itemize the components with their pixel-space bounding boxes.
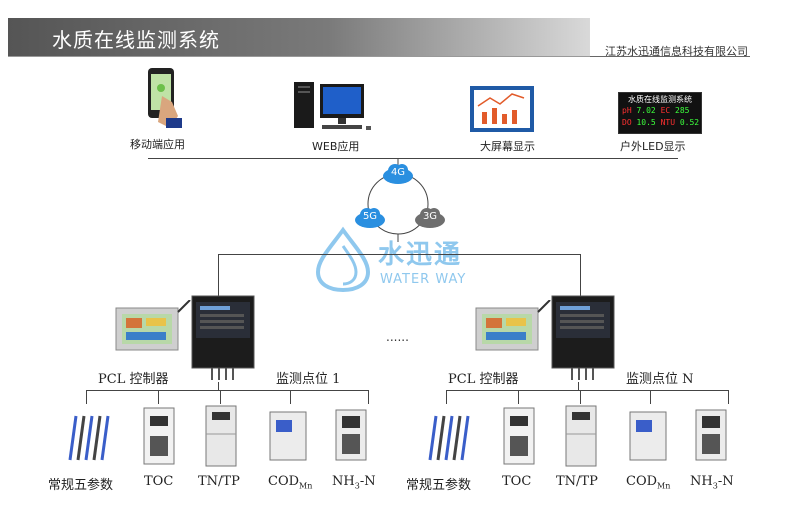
sensor-connector [290, 390, 291, 404]
cod-main: COD [268, 474, 300, 489]
data-logger-icon [191, 295, 255, 369]
header-divider [8, 56, 590, 57]
sensor-label: TOC [144, 474, 174, 489]
client-label-bigscreen: 大屏幕显示 [480, 140, 535, 153]
sensor-connector [728, 390, 729, 404]
led-key: NTU [660, 118, 676, 127]
led-value: 10.5 [636, 118, 656, 127]
led-value: 7.02 [636, 106, 656, 115]
cable-bundle [211, 368, 234, 380]
station-label: 监测点位 1 [276, 372, 341, 387]
tn-tp-analyzer-icon [205, 405, 237, 467]
led-title: 水质在线监测系统 [628, 95, 692, 104]
cloud-3g-icon: 3G [414, 206, 446, 228]
nh-main-a: NH [690, 474, 713, 489]
led-display-icon: 水质在线监测系统 pH 7.02 EC 285 DO 10.5 NTU 0.52 [618, 92, 702, 134]
sensor-label: TN/TP [556, 474, 598, 489]
network-label-3g: 3G [422, 211, 438, 222]
sensor-bus-drop [578, 382, 579, 390]
cod-main: COD [626, 474, 658, 489]
ammonia-analyzer-icon [695, 409, 727, 461]
sensor-label: TN/TP [198, 474, 240, 489]
cod-analyzer-icon [269, 411, 307, 461]
smartphone-icon [148, 68, 182, 128]
station-n: PCL 控制器 监测点位 N 常规五参数 TOC TN/TP CODMn NH3… [360, 290, 760, 504]
network-label-5g: 5G [362, 211, 378, 222]
nh-main-a: NH [332, 474, 355, 489]
plc-controller-icon [115, 300, 191, 351]
nh-sub: 3 [712, 481, 718, 491]
sensor-connector [446, 390, 447, 404]
plc-controller-icon [475, 300, 551, 351]
led-key: DO [622, 118, 632, 127]
multi-parameter-probes-icon [428, 415, 470, 461]
station-1-drop [218, 254, 219, 296]
plc-label: PCL 控制器 [448, 372, 519, 387]
client-mobile: 移动端应用 [120, 66, 210, 156]
cod-analyzer-icon [629, 411, 667, 461]
sensor-label-nh3: NH3-N [690, 474, 734, 491]
cloud-4g-icon: 4G [382, 162, 414, 184]
network-label-4g: 4G [390, 167, 406, 178]
client-label-web: WEB应用 [312, 140, 360, 153]
led-value: 0.52 [679, 118, 700, 127]
multi-parameter-probes-icon [68, 415, 110, 461]
sensor-label: 常规五参数 [48, 478, 114, 493]
sensor-connector [650, 390, 651, 404]
led-value: 285 [675, 106, 690, 115]
sensor-bus-line [86, 390, 368, 391]
client-web: WEB应用 [290, 78, 390, 158]
sensor-connector [580, 390, 581, 404]
plc-label: PCL 控制器 [98, 372, 169, 387]
large-screen-chart-icon [470, 86, 534, 132]
cable-bundle [571, 368, 594, 380]
logo-name: 水迅通 [378, 240, 463, 270]
company-underline [590, 56, 750, 57]
sensor-label-nh3: NH3-N [332, 474, 376, 491]
sensor-label: 常规五参数 [406, 478, 472, 493]
station-1: PCL 控制器 监测点位 1 常规五参数 TOC TN/TP CODMn NH3… [0, 290, 400, 504]
client-bus-line [148, 158, 678, 159]
station-n-drop [580, 254, 581, 296]
led-row-2: DO 10.5 NTU 0.52 [622, 118, 699, 127]
cod-sub: Mn [299, 481, 313, 491]
sensor-bus-drop [218, 382, 219, 390]
water-drop-logo-icon [315, 226, 371, 292]
ammonia-analyzer-icon [335, 409, 367, 461]
led-key: EC [660, 106, 671, 115]
sensor-connector [158, 390, 159, 404]
tn-tp-analyzer-icon [565, 405, 597, 467]
sensor-connector [368, 390, 369, 404]
page-title: 水质在线监测系统 [52, 28, 220, 52]
sensor-label: TOC [502, 474, 532, 489]
sensor-connector [220, 390, 221, 404]
title-bar [8, 18, 590, 56]
cloud-5g-icon: 5G [354, 206, 386, 228]
nh-sub: 3 [354, 481, 360, 491]
logo-subtitle: WATER WAY [380, 272, 467, 287]
toc-analyzer-icon [503, 407, 535, 465]
nh-main-b: -N [717, 474, 734, 489]
ellipsis: ...... [386, 330, 409, 344]
desktop-computer-icon [294, 82, 371, 130]
station-bus-line [218, 254, 580, 255]
toc-analyzer-icon [143, 407, 175, 465]
sensor-label-cod: CODMn [626, 474, 670, 491]
sensor-connector [86, 390, 87, 404]
cod-sub: Mn [657, 481, 671, 491]
data-logger-icon [551, 295, 615, 369]
station-label: 监测点位 N [626, 372, 694, 387]
led-key: pH [622, 106, 632, 115]
led-row-1: pH 7.02 EC 285 [622, 106, 689, 115]
company-name: 江苏水迅通信息科技有限公司 [605, 45, 748, 58]
nh-main-b: -N [359, 474, 376, 489]
client-label-mobile: 移动端应用 [130, 138, 185, 151]
sensor-bus-line [446, 390, 728, 391]
sensor-connector [518, 390, 519, 404]
sensor-label-cod: CODMn [268, 474, 312, 491]
client-label-led: 户外LED显示 [620, 140, 686, 153]
client-led: 水质在线监测系统 pH 7.02 EC 285 DO 10.5 NTU 0.52… [618, 92, 708, 160]
client-bigscreen: 大屏幕显示 [468, 84, 558, 158]
